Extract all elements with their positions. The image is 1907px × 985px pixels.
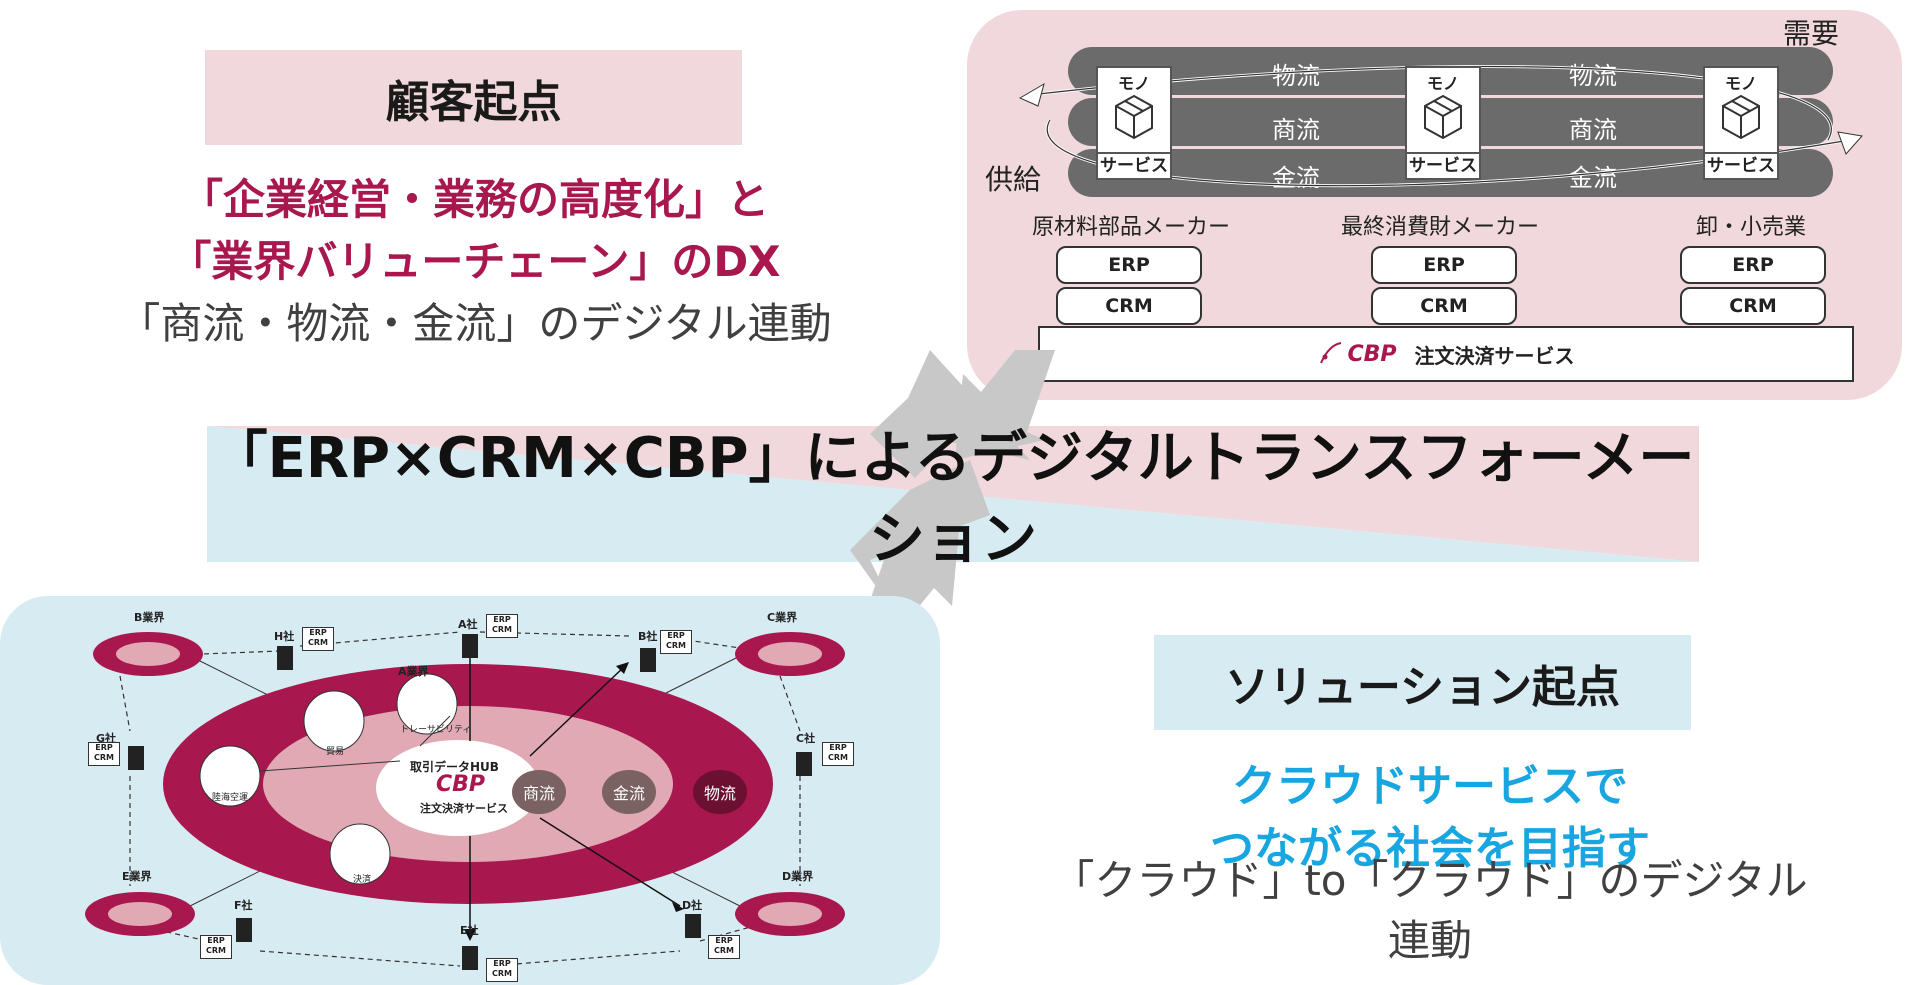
company-label: H社 [274,630,295,643]
erp-db: ERP [1056,246,1202,284]
box-icon [1424,94,1462,140]
goods-service-box: モノ サービス [1405,66,1481,180]
box-icon [1115,94,1153,140]
network-diagram [85,631,845,970]
trade-label: 貿易 [326,747,345,757]
company-type-label: 原材料部品メーカー [1031,215,1230,240]
industry-label: D業界 [782,870,814,883]
down-arrow [955,350,1055,460]
erp-db: ERP [1371,246,1517,284]
industry-label: A業界 [398,665,429,678]
solution-origin-heading: ソリューション起点 [1154,635,1691,730]
industry-label: E業界 [122,870,152,883]
flow-label: 物流 [1272,62,1320,90]
customer-line2: 「業界バリューチェーン」のDX [169,237,781,286]
payment-label: 決済 [353,875,372,885]
flow-label: 商流 [1272,116,1320,144]
customer-line3: 「商流・物流・金流」のデジタル連動 [118,299,832,348]
traceability-label: トレーサビリティ [400,725,472,735]
company-label: B社 [638,630,658,643]
transport-label: 陸海空運 [212,793,249,803]
demand-label: 需要 [1783,17,1840,50]
company-label: A社 [458,618,478,631]
customer-origin-heading: 顧客起点 [205,50,742,145]
cbp-service-label: 注文決済サービス [1414,343,1575,368]
goods-label: モノ [1724,74,1757,93]
industry-label: C業界 [767,611,798,624]
crm-db: CRM [1056,287,1202,325]
company-label: F社 [234,899,253,912]
company-label: D社 [682,899,703,912]
company-type-label: 最終消費財メーカー [1340,215,1539,240]
hub-label: 取引データHUB [410,760,499,774]
box-icon [1722,94,1760,140]
industry-label: B業界 [134,611,165,624]
solution-line3: 「クラウド」to「クラウド」のデジタル連動 [1052,856,1808,965]
flow-finance: 金流 [612,784,645,803]
crm-db: CRM [1680,287,1826,325]
supply-label: 供給 [985,163,1042,196]
demand-supply-arrows [1018,65,1863,188]
customer-line1: 「企業経営・業務の高度化」と [180,175,769,224]
flow-label: 金流 [1272,164,1320,192]
goods-service-box: モノ サービス [1703,66,1779,180]
company-type-label: 卸・小売業 [1695,215,1806,240]
cbp-logo-icon [1320,342,1342,364]
solution-line1: クラウドサービスで [1232,761,1628,812]
service-label: サービス [1096,152,1172,180]
flow-commerce: 商流 [522,784,555,803]
company-label: E社 [460,924,479,937]
cbp-service-bar: CBP 注文決済サービス [1038,326,1854,382]
flow-label: 商流 [1569,116,1617,144]
hub-service-label: 注文決済サービス [420,802,508,815]
hub-cbp-logo: CBP [436,772,486,797]
flow-label: 金流 [1569,164,1617,192]
erp-db: ERP [1680,246,1826,284]
goods-label: モノ [1426,74,1459,93]
center-title: 「ERP×CRM×CBP」によるデジタルトランスフォーメーション [211,426,1695,572]
company-label: G社 [96,732,117,745]
flow-label: 物流 [1569,62,1617,90]
service-label: サービス [1703,152,1779,180]
cbp-logo-text: CBP [1347,341,1397,367]
goods-label: モノ [1117,74,1150,93]
flow-logistics: 物流 [703,784,736,803]
service-label: サービス [1405,152,1481,180]
crm-db: CRM [1371,287,1517,325]
company-label: C社 [796,732,816,745]
solution-line2: つながる社会を目指す [1210,823,1650,874]
goods-service-box: モノ サービス [1096,66,1172,180]
